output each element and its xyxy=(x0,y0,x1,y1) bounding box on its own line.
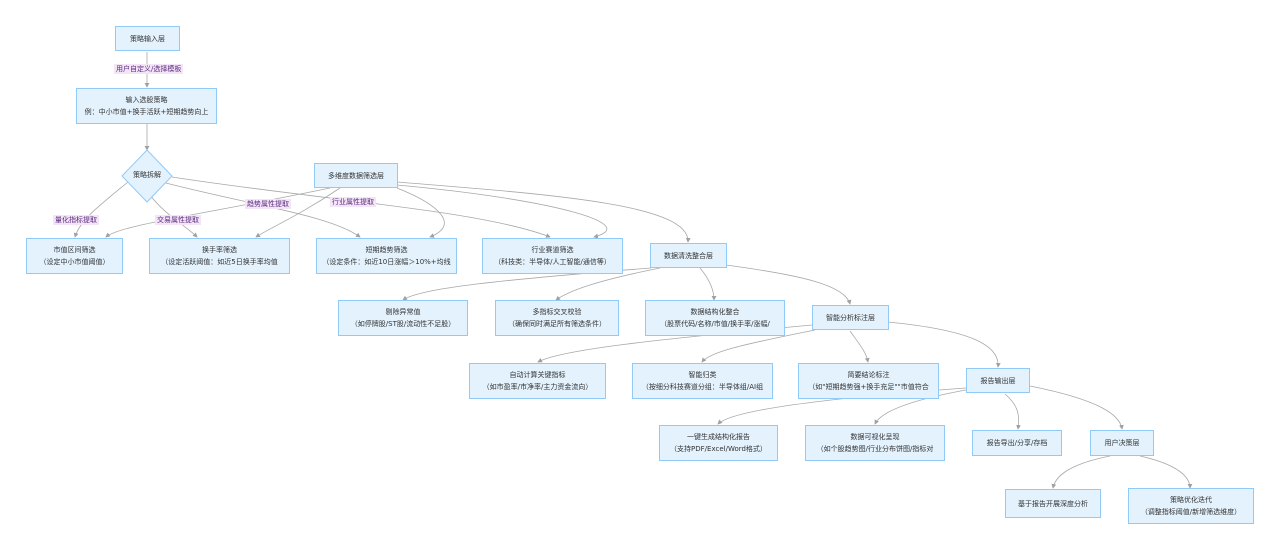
decompose-label: 策略拆解 xyxy=(133,171,161,179)
node-export[interactable]: 报告导出/分享/存档 xyxy=(972,430,1062,456)
edge-clean-to-cross xyxy=(555,267,661,301)
node-gen-report-title: 一键生成结构化报告 xyxy=(687,433,750,441)
edge-clean-to-structure xyxy=(699,267,717,301)
node-report-layer[interactable]: 报告输出层 xyxy=(966,368,1030,393)
node-turnover-filter-detail: （设定活跃阈值：如近5日换手率均值 xyxy=(161,258,278,266)
edge-label-quant: 量化指标提取 xyxy=(53,215,99,225)
node-cross-check-detail: （确保同时满足所有筛选条件） xyxy=(508,320,606,328)
edge-smart-to-report xyxy=(887,321,1001,368)
decompose-diamond xyxy=(121,149,173,203)
node-deep-analysis-title: 基于报告开展深度分析 xyxy=(1018,499,1088,508)
node-industry-filter-title: 行业赛道筛选 xyxy=(531,246,574,254)
edge-label-custom: 用户自定义/选择模板 xyxy=(114,64,184,74)
node-cross-check-title: 多指标交叉校验 xyxy=(532,308,582,316)
node-auto-calc[interactable]: 自动计算关键指标 （如市盈率/市净率/主力资金流向） xyxy=(469,363,606,399)
node-gen-report[interactable]: 一键生成结构化报告 （支持PDF/Excel/Word格式） xyxy=(659,425,778,461)
node-remove-outliers-title: 剔除异常值 xyxy=(385,308,421,316)
node-structure-title: 数据结构化整合 xyxy=(690,308,740,316)
edge-multi-to-trend xyxy=(396,187,445,238)
edge-report-to-export xyxy=(1004,393,1021,430)
edge-multi-to-clean xyxy=(396,181,691,243)
node-smart-layer[interactable]: 智能分析标注层 xyxy=(812,305,889,330)
node-remove-outliers[interactable]: 剔除异常值 （如停牌股/ST股/流动性不足股） xyxy=(338,300,468,336)
node-clean-layer[interactable]: 数据清洗整合层 xyxy=(650,243,727,268)
node-cap-filter[interactable]: 市值区间筛选 （设定中小市值阈值） xyxy=(26,238,123,274)
node-deep-analysis[interactable]: 基于报告开展深度分析 xyxy=(1005,489,1101,518)
node-remove-outliers-detail: （如停牌股/ST股/流动性不足股） xyxy=(350,320,456,328)
edge-decompose-to-trend xyxy=(161,181,361,238)
edge-clean-to-smart xyxy=(725,264,852,305)
edge-label-trade: 交易属性提取 xyxy=(155,215,201,225)
node-visual[interactable]: 数据可视化呈现 （如个股趋势图/行业分布饼图/指标对 xyxy=(805,425,945,461)
node-user-layer[interactable]: 用户决策层 xyxy=(1090,430,1154,456)
edge-decompose-to-cap xyxy=(73,181,129,238)
node-auto-calc-detail: （如市盈率/市净率/主力资金流向） xyxy=(482,383,593,391)
node-optimize[interactable]: 策略优化迭代 （调整指标阈值/新增筛选维度） xyxy=(1128,488,1254,524)
node-input-layer-title: 策略输入层 xyxy=(130,34,165,43)
node-industry-filter[interactable]: 行业赛道筛选 （科技类：半导体/人工智能/通信等） xyxy=(482,238,623,274)
edge-user-to-deep xyxy=(1051,455,1111,489)
node-trend-filter-title: 短期趋势筛选 xyxy=(365,246,408,254)
node-auto-calc-title: 自动计算关键指标 xyxy=(509,371,566,379)
node-input-strategy-title: 输入选股策略 xyxy=(125,96,168,104)
node-brief-tag-title: 简要结论标注 xyxy=(847,371,890,379)
node-gen-report-detail: （支持PDF/Excel/Word格式） xyxy=(670,445,767,453)
node-visual-title: 数据可视化呈现 xyxy=(850,433,900,441)
node-cross-check[interactable]: 多指标交叉校验 （确保同时满足所有筛选条件） xyxy=(495,300,619,336)
node-user-layer-title: 用户决策层 xyxy=(1104,439,1140,447)
node-industry-filter-detail: （科技类：半导体/人工智能/通信等） xyxy=(494,258,611,266)
edge-multi-to-turnover xyxy=(255,187,341,238)
node-brief-tag[interactable]: 简要结论标注 （如"短期趋势强+换手充足""市值符合 xyxy=(798,363,939,399)
node-optimize-detail: （调整指标阈值/新增筛选维度） xyxy=(1140,508,1242,516)
node-smart-layer-title: 智能分析标注层 xyxy=(826,313,875,322)
edge-report-to-user xyxy=(1029,385,1124,430)
node-multi-filter[interactable]: 多维度数据筛选层 xyxy=(314,163,398,188)
node-multi-filter-title: 多维度数据筛选层 xyxy=(328,171,384,180)
edge-user-to-optimize xyxy=(1139,455,1193,489)
node-export-title: 报告导出/分享/存档 xyxy=(986,439,1048,447)
node-trend-filter[interactable]: 短期趋势筛选 （设定条件：如近10日涨幅＞10%+均线 xyxy=(316,238,457,274)
node-structure[interactable]: 数据结构化整合 （股票代码/名称/市值/换手率/涨幅/ xyxy=(645,300,785,336)
node-smart-group[interactable]: 智能归类 （按细分科技赛道分组：半导体组/AI组 xyxy=(632,363,773,399)
edge-smart-to-brief xyxy=(849,330,870,363)
node-brief-tag-detail: （如"短期趋势强+换手充足""市值符合 xyxy=(808,383,929,391)
node-input-layer[interactable]: 策略输入层 xyxy=(115,26,180,51)
node-visual-detail: （如个股趋势图/行业分布饼图/指标对 xyxy=(816,445,934,453)
edge-report-to-visual xyxy=(874,389,967,425)
node-turnover-filter-title: 换手率筛选 xyxy=(202,246,237,254)
edge-multi-to-industry xyxy=(396,184,608,239)
edge-label-trend: 趋势属性提取 xyxy=(245,199,291,209)
node-cap-filter-detail: （设定中小市值阈值） xyxy=(39,258,110,266)
node-input-strategy[interactable]: 输入选股策略 例：中小市值+换手活跃+短期趋势向上 xyxy=(76,88,217,124)
node-cap-filter-title: 市值区间筛选 xyxy=(53,246,96,254)
node-turnover-filter[interactable]: 换手率筛选 （设定活跃阈值：如近5日换手率均值 xyxy=(149,238,290,274)
node-smart-group-detail: （按细分科技赛道分组：半导体组/AI组 xyxy=(641,383,764,391)
node-optimize-title: 策略优化迭代 xyxy=(1170,496,1212,504)
edge-smart-to-group xyxy=(701,329,816,363)
node-trend-filter-detail: （设定条件：如近10日涨幅＞10%+均线 xyxy=(322,258,451,266)
node-structure-detail: （股票代码/名称/市值/换手率/涨幅/ xyxy=(660,320,770,328)
node-report-layer-title: 报告输出层 xyxy=(980,376,1016,385)
node-clean-layer-title: 数据清洗整合层 xyxy=(664,251,713,260)
node-input-strategy-detail: 例：中小市值+换手活跃+短期趋势向上 xyxy=(84,108,209,116)
node-smart-group-title: 智能归类 xyxy=(688,371,717,379)
edge-label-industry: 行业属性提取 xyxy=(330,197,376,207)
edge-decompose-to-industry xyxy=(171,176,551,238)
